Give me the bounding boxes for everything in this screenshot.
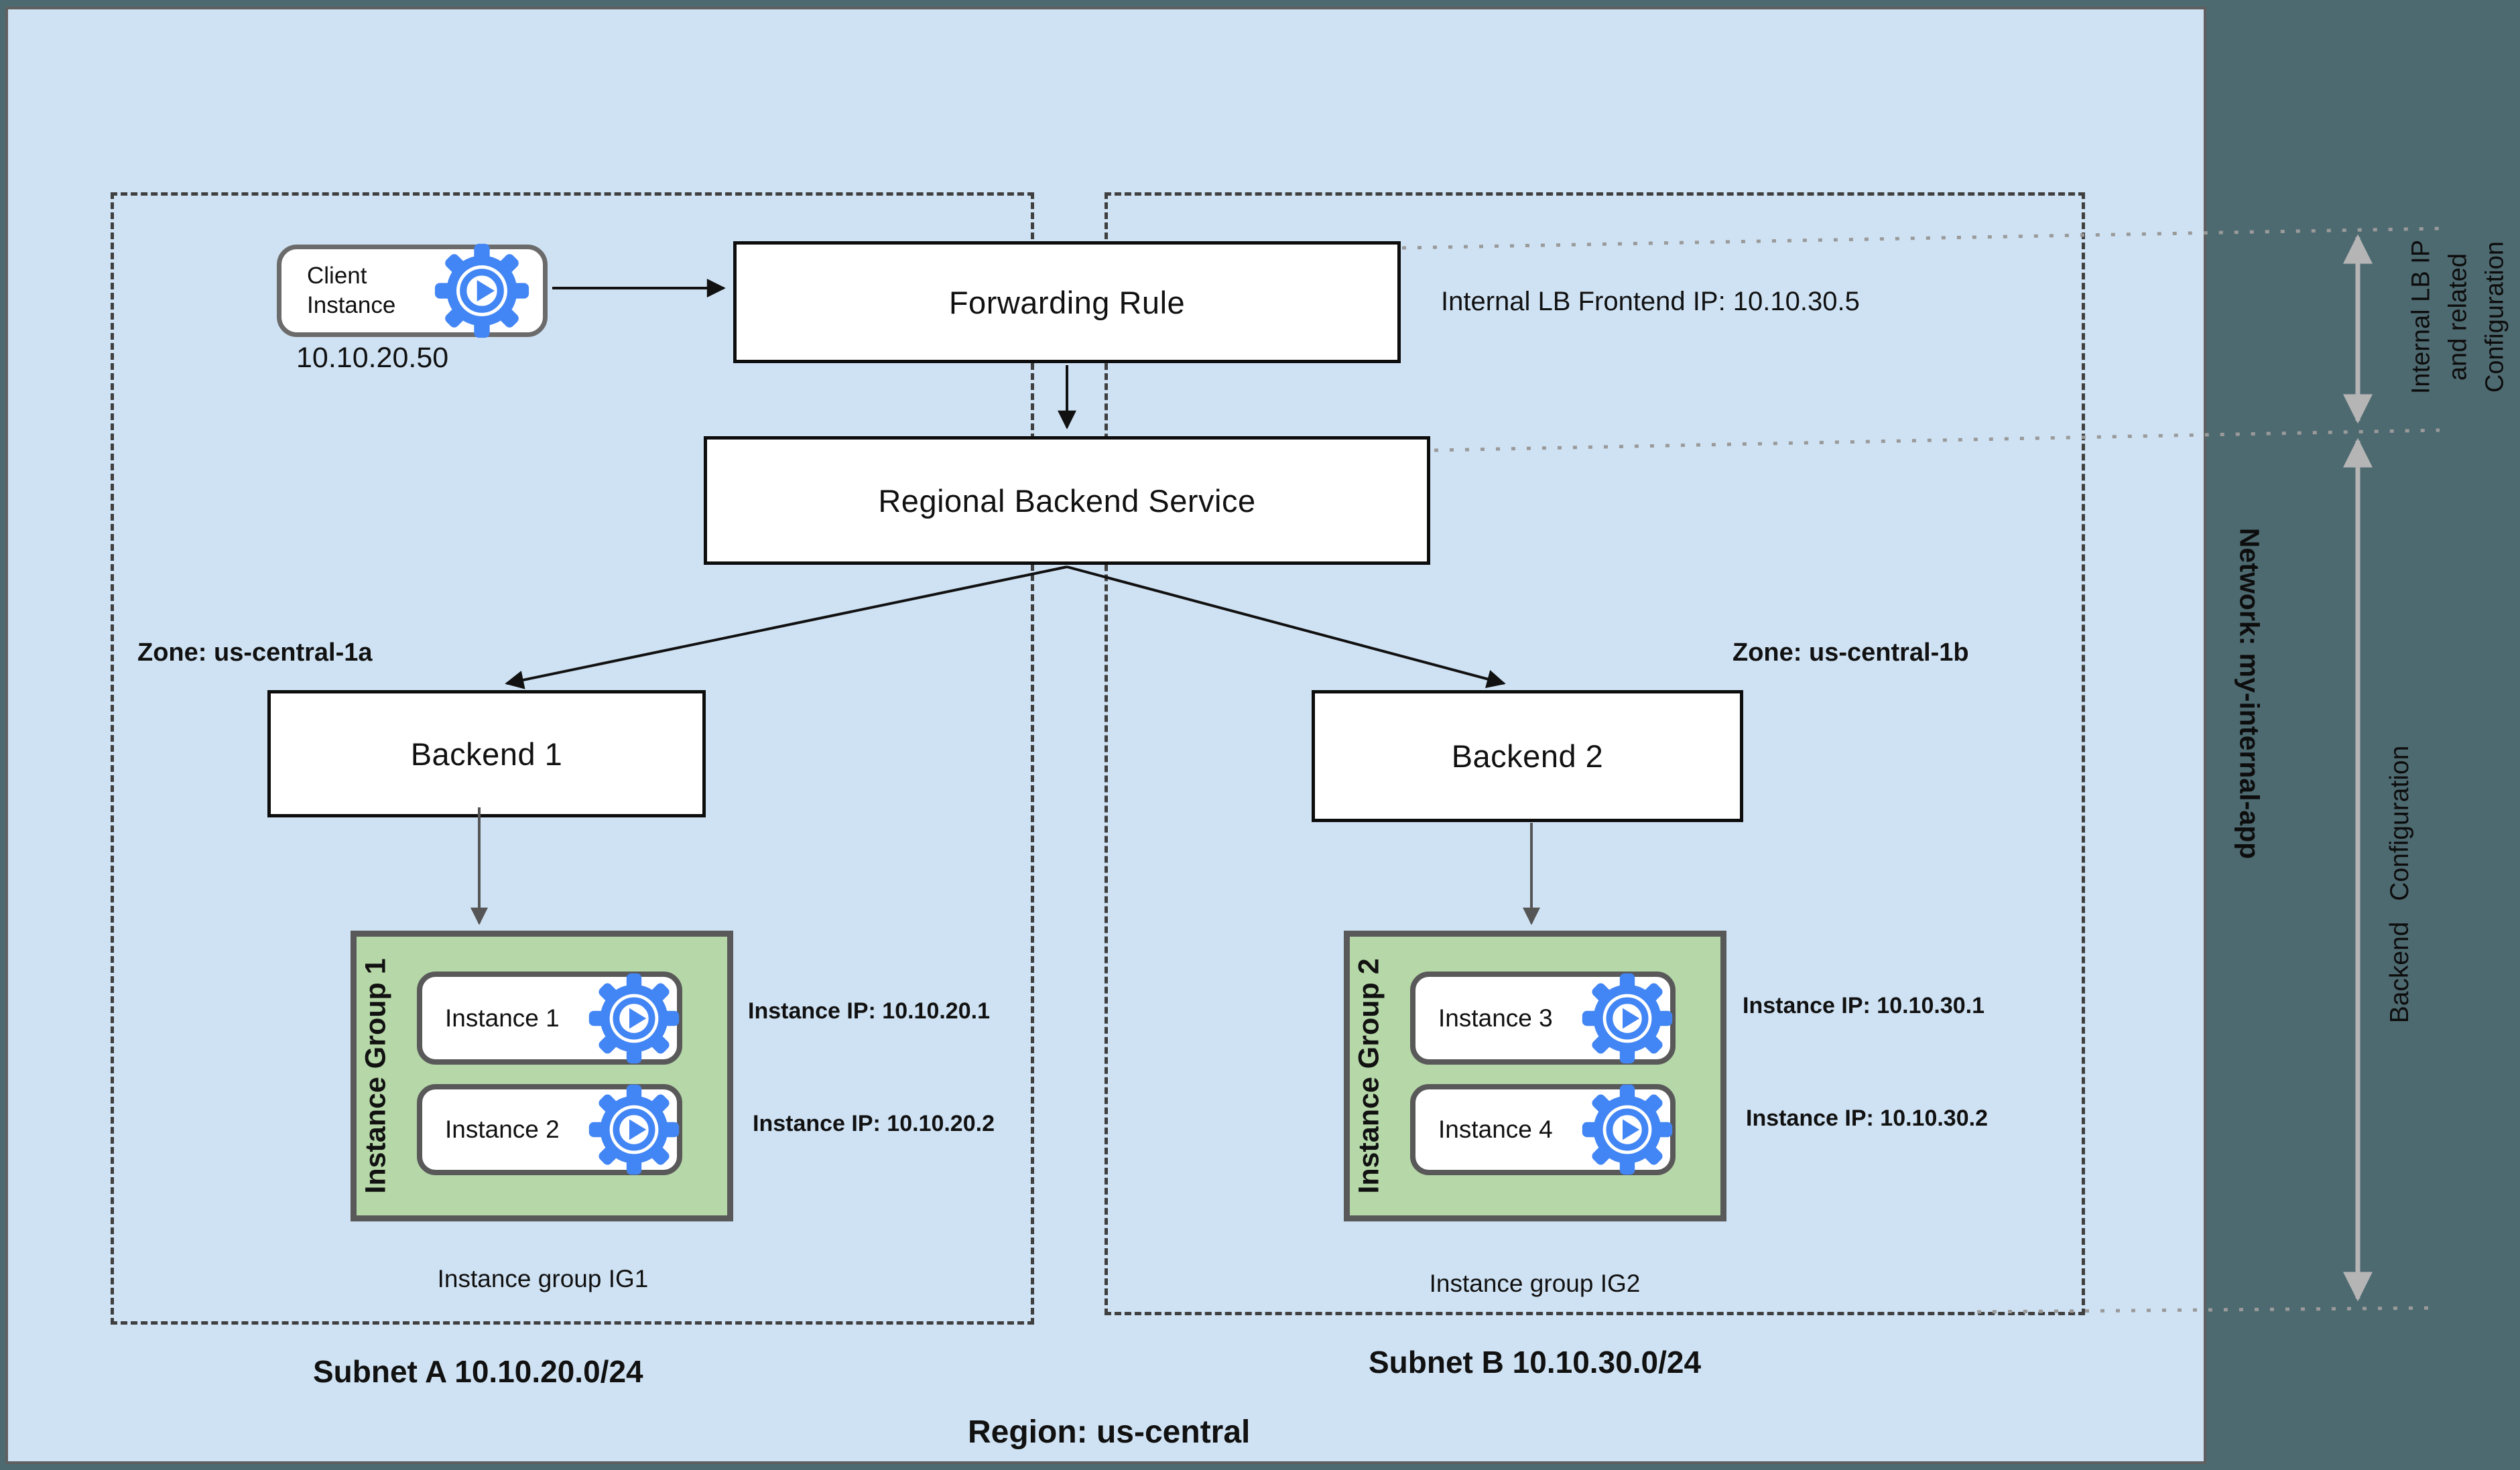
backend-2-node: Backend 2 (1312, 690, 1743, 822)
subnet-b-label: Subnet B 10.10.30.0/24 (1369, 1345, 1702, 1380)
subnet-a-boundary (111, 192, 1034, 1325)
zone-b-label: Zone: us-central-1b (1732, 639, 1969, 667)
vm-gear-icon (587, 972, 681, 1065)
instance-2-node: Instance 2 (417, 1084, 682, 1175)
vm-gear-icon (433, 242, 531, 340)
instance-group-1-label: Instance Group 1 (359, 958, 392, 1194)
instance-4-ip-label: Instance IP: 10.10.30.2 (1746, 1106, 1988, 1131)
instance-1-ip-label: Instance IP: 10.10.20.1 (748, 998, 990, 1024)
zone-a-label: Zone: us-central-1a (137, 639, 373, 667)
client-instance-node: Client Instance (277, 245, 548, 337)
backend-configuration-label: Backend Configuration (2385, 745, 2414, 1024)
backend-2-label: Backend 2 (1451, 738, 1604, 774)
instance-4-label: Instance 4 (1438, 1116, 1553, 1143)
backend-1-label: Backend 1 (410, 736, 563, 772)
vm-gear-icon (1580, 1083, 1674, 1177)
region-label: Region: us-central (968, 1414, 1251, 1450)
instance-2-ip-label: Instance IP: 10.10.20.2 (753, 1111, 995, 1136)
instance-group-2-caption: Instance group IG2 (1429, 1270, 1641, 1297)
internal-lb-config-line3: Configuration (2480, 241, 2509, 393)
vm-gear-icon (1580, 972, 1674, 1065)
instance-group-1-box: Instance 1 Instance 2 (351, 931, 733, 1221)
instance-group-1-caption: Instance group IG1 (437, 1265, 649, 1292)
forwarding-rule-label: Forwarding Rule (948, 284, 1186, 320)
instance-3-label: Instance 3 (1438, 1004, 1553, 1032)
regional-backend-service-label: Regional Backend Service (878, 482, 1256, 519)
instance-group-2-box: Instance 3 Instance 4 (1344, 931, 1726, 1221)
backend-1-node: Backend 1 (267, 690, 706, 817)
internal-lb-frontend-ip-label: Internal LB Frontend IP: 10.10.30.5 (1441, 287, 1860, 316)
instance-4-node: Instance 4 (1410, 1084, 1676, 1175)
subnet-b-boundary (1105, 192, 2085, 1315)
network-label: Network: my-internal-app (2234, 527, 2265, 860)
internal-lb-config-line2: and related (2444, 253, 2472, 381)
internal-lb-config-line1: Internal LB IP (2407, 239, 2436, 395)
vm-gear-icon (587, 1083, 681, 1177)
subnet-a-label: Subnet A 10.10.20.0/24 (313, 1354, 643, 1389)
instance-3-ip-label: Instance IP: 10.10.30.1 (1743, 993, 1984, 1018)
internal-lb-config-label: Internal LB IP and related Configuration (2403, 240, 2513, 394)
client-ip-label: 10.10.20.50 (296, 342, 449, 374)
forwarding-rule-node: Forwarding Rule (733, 241, 1401, 363)
regional-backend-service-node: Regional Backend Service (704, 436, 1430, 565)
instance-1-label: Instance 1 (445, 1004, 560, 1032)
instance-3-node: Instance 3 (1410, 972, 1676, 1065)
instance-2-label: Instance 2 (445, 1116, 560, 1143)
instance-group-2-label: Instance Group 2 (1352, 958, 1385, 1194)
client-instance-label: Client Instance (307, 263, 396, 318)
instance-1-node: Instance 1 (417, 972, 682, 1065)
